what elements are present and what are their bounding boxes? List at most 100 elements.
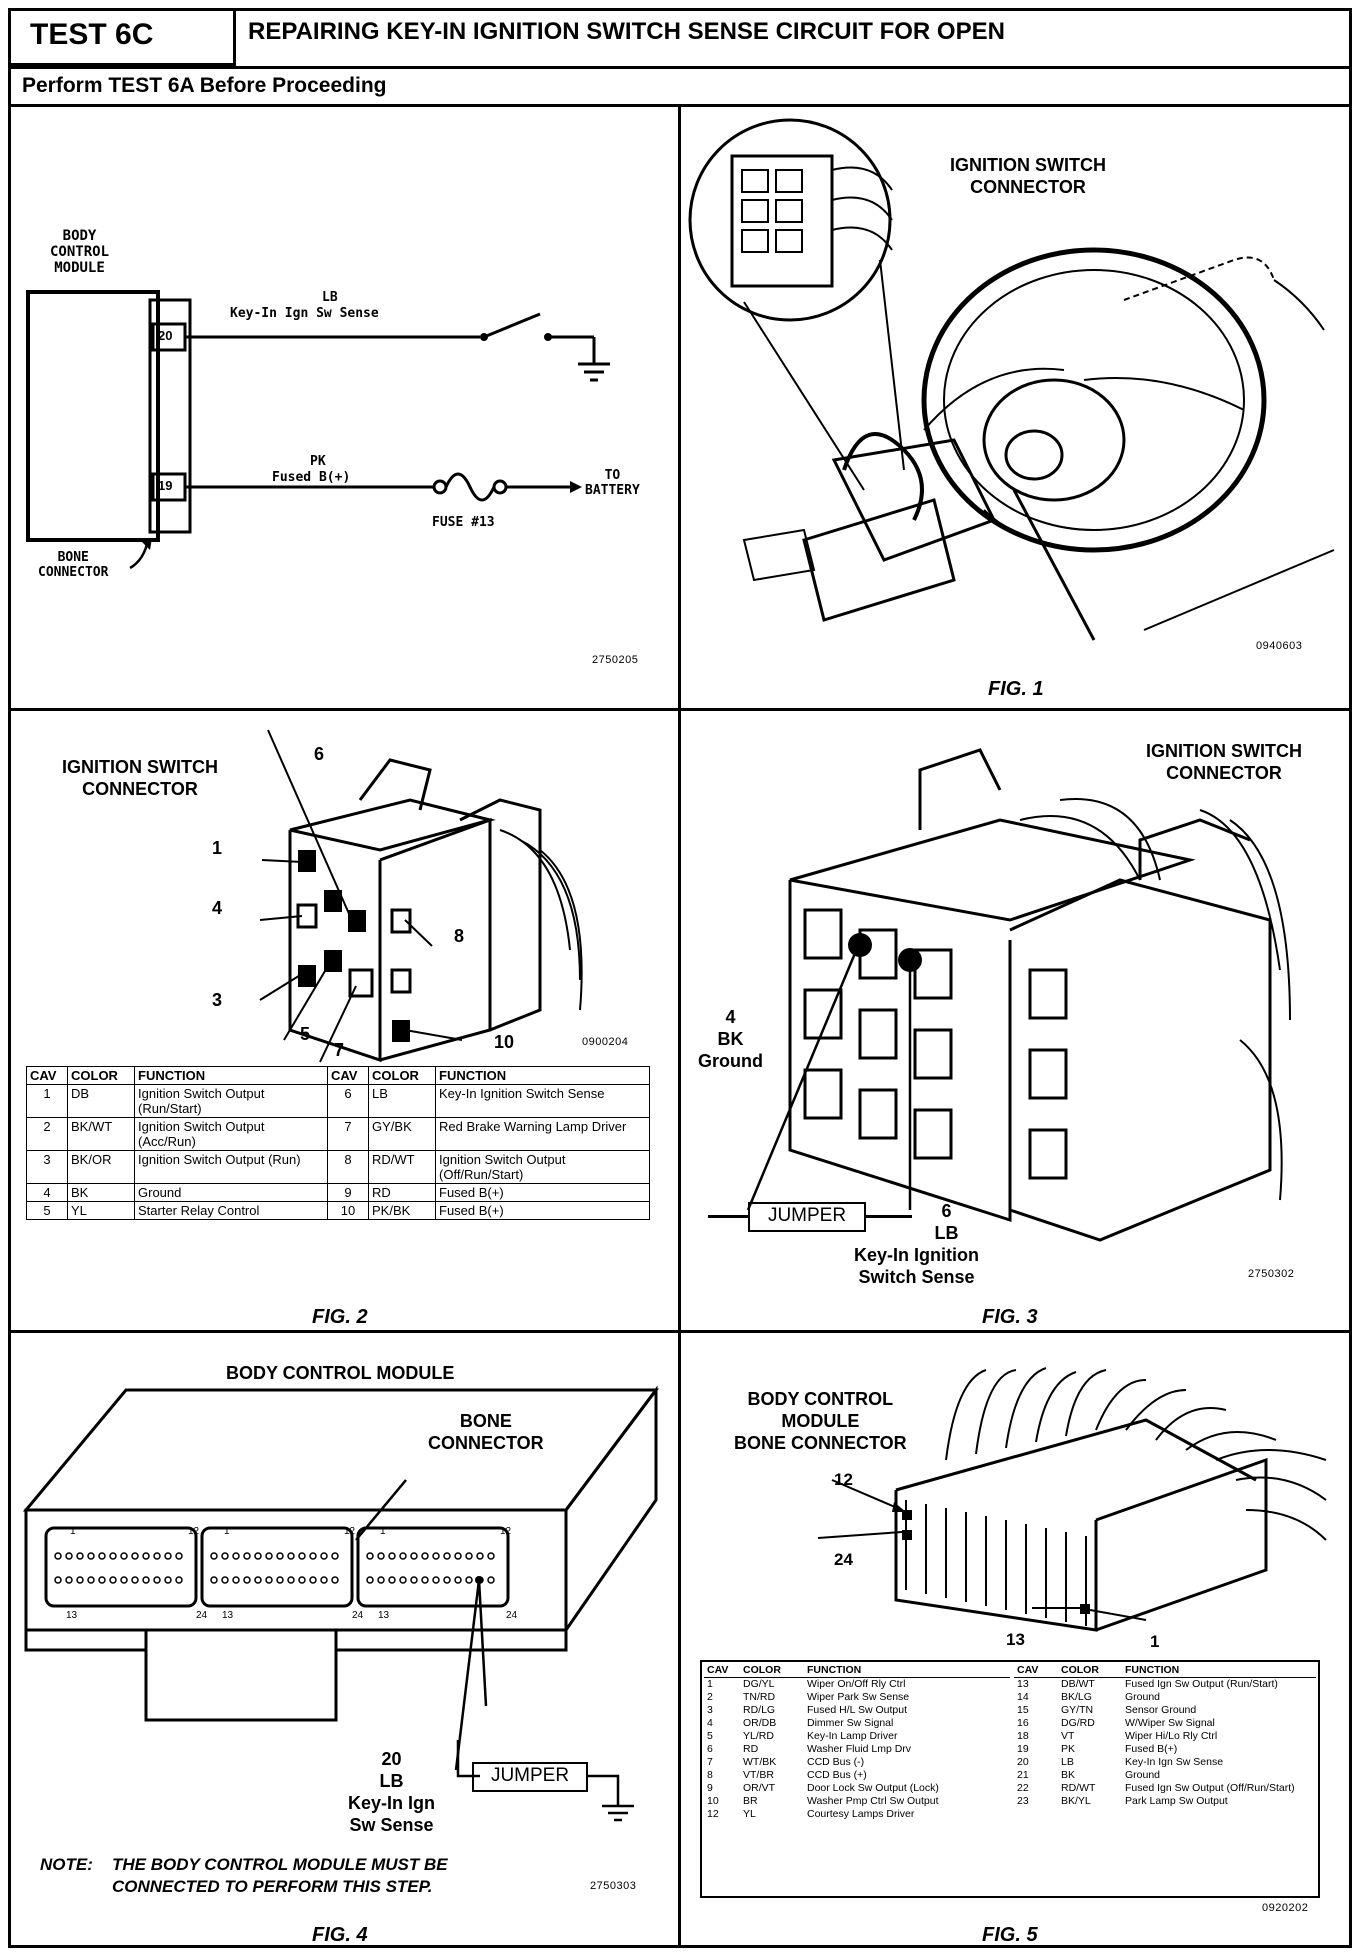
- table-cell-cav: 13: [1017, 1678, 1029, 1690]
- fig2-callout-5: 5: [300, 1024, 311, 1044]
- fig4-ref: 2750303: [590, 1880, 637, 1892]
- fig3-connector-drawing: [746, 748, 1291, 1242]
- fig4-pin-12b: 12: [344, 1526, 356, 1537]
- module-label: BODY CONTROL MODULE: [50, 228, 110, 276]
- table-cell-color: DG/RD: [1061, 1717, 1095, 1729]
- fig5-callout-1: 1: [1150, 1632, 1160, 1651]
- fuse-label: FUSE #13: [432, 515, 495, 530]
- wire1-color: LB: [322, 290, 338, 305]
- grid-vertical-divider: [678, 104, 681, 1948]
- table-row: 1 DG/YL Wiper On/Off Rly Ctrl: [704, 1678, 1010, 1692]
- fig1-caption: FIG. 1: [988, 678, 1044, 700]
- fig4-connector-label: BONE CONNECTOR: [428, 1411, 544, 1453]
- fig2-caption: FIG. 2: [312, 1306, 368, 1328]
- table-cell-cav: 15: [1017, 1704, 1029, 1716]
- fig5-callout-13: 13: [1006, 1630, 1025, 1649]
- table-cell-color: RD: [743, 1743, 759, 1755]
- grid-row-divider-2: [8, 1330, 1352, 1333]
- fig4-cav20-label: 20 LB Key-In Ign Sw Sense: [348, 1749, 436, 1835]
- fig4-pin-13c: 13: [378, 1610, 390, 1621]
- table-cell-cav: 5: [707, 1730, 713, 1742]
- fig4-jumper-label: JUMPER: [490, 1765, 570, 1786]
- fig2-callout-10: 10: [494, 1032, 515, 1052]
- fig2-callout-3: 3: [212, 990, 223, 1010]
- fig2-callout-8: 8: [454, 926, 465, 946]
- fig5-caption: FIG. 5: [982, 1924, 1038, 1946]
- fig5-callout-12: 12: [834, 1470, 853, 1489]
- table-cell-color: WT/BK: [743, 1756, 777, 1768]
- table-cell-color: LB: [1061, 1756, 1074, 1768]
- table-row: 6 RD Washer Fluid Lmp Drv: [704, 1743, 1010, 1756]
- table-cell-cav: 7: [707, 1756, 713, 1768]
- table-cell-color: PK: [1061, 1743, 1076, 1755]
- fig5-cavity-table-left: CAV COLOR FUNCTION 1 DG/YL Wiper On/Off Rl…: [704, 1664, 1010, 1821]
- fig4-title: BODY CONTROL MODULE: [226, 1363, 455, 1383]
- test-id-box: [8, 8, 236, 66]
- fig2-ref: 0900204: [582, 1036, 629, 1048]
- table-cell-function: Door Lock Sw Output (Lock): [807, 1782, 939, 1794]
- table-cell-function: Wiper Hi/Lo Rly Ctrl: [1125, 1730, 1218, 1742]
- table-cell-function: Wiper On/Off Rly Ctrl: [807, 1678, 906, 1690]
- fig3-cav6-label: 6 LB Key-In Ignition Switch Sense: [854, 1201, 979, 1287]
- fig2-callout-7: 7: [334, 1040, 345, 1060]
- fig3-caption: FIG. 3: [982, 1306, 1038, 1328]
- table-cell-cav: 8: [707, 1769, 713, 1781]
- fig4-pin-1a: 1: [70, 1526, 76, 1537]
- pin-20-label: 20: [158, 328, 173, 343]
- schematic-diagram: [26, 290, 610, 570]
- fig5-table-frame: [700, 1660, 1320, 1898]
- table-cell-function: CCD Bus (+): [807, 1769, 867, 1781]
- table-cell-function: Washer Fluid Lmp Drv: [807, 1743, 912, 1755]
- table-cell-cav: 6: [707, 1743, 713, 1755]
- table-cell-cav: 3: [707, 1704, 713, 1716]
- pin-19-label: 19: [158, 478, 173, 493]
- table-cell-cav: 4: [707, 1717, 713, 1729]
- fig2-callout-1: 1: [212, 838, 223, 858]
- fig2-callout-6: 6: [314, 744, 325, 764]
- fig2-label: IGNITION SWITCH CONNECTOR: [62, 757, 218, 799]
- table-cell-function: Fused Ign Sw Output (Run/Start): [1125, 1678, 1278, 1690]
- table-cell-color: YL/RD: [743, 1730, 774, 1742]
- table-cell-color: YL: [743, 1808, 756, 1820]
- table-cell-cav: 9: [707, 1782, 713, 1794]
- table-cell-function: Key-In Lamp Driver: [807, 1730, 898, 1742]
- fig3-label: IGNITION SWITCH CONNECTOR: [1146, 741, 1302, 783]
- fig1-ref: 0940603: [1256, 640, 1303, 652]
- fig3-jumper-line-right: [866, 1215, 912, 1218]
- table-header-row: CAV COLOR FUNCTION: [704, 1664, 1010, 1678]
- table-cell-cav: 23: [1017, 1795, 1029, 1807]
- table-cell-function: Dimmer Sw Signal: [807, 1717, 894, 1729]
- table-cell-function: Ground: [1125, 1691, 1161, 1703]
- table-cell-function: Fused B(+): [1125, 1743, 1178, 1755]
- test-id: TEST 6C: [30, 18, 154, 51]
- table-cell-cav: 16: [1017, 1717, 1029, 1729]
- table-cell-color: VT: [1061, 1730, 1075, 1742]
- table-cell-cav: 21: [1017, 1769, 1029, 1781]
- table-cell-cav: 19: [1017, 1743, 1029, 1755]
- fig4-pin-13b: 13: [222, 1610, 234, 1621]
- table-header-row: CAV COLOR FUNCTION: [1014, 1664, 1316, 1678]
- table-cell-function: Fused H/L Sw Output: [807, 1704, 907, 1716]
- fig3-jumper-box: [748, 1202, 866, 1232]
- table-cell-cav: 1: [707, 1678, 713, 1690]
- fig4-pin-13a: 13: [66, 1610, 78, 1621]
- table-cell-function: Park Lamp Sw Output: [1125, 1795, 1228, 1807]
- battery-label: TO BATTERY: [585, 468, 640, 498]
- fig4-pin-24c: 24: [506, 1610, 518, 1621]
- table-cell-cav: 2: [707, 1691, 713, 1703]
- table-cell-color: RD/WT: [1061, 1782, 1096, 1794]
- table-cell-color: DG/YL: [743, 1678, 775, 1690]
- fig4-pin-24b: 24: [352, 1610, 364, 1621]
